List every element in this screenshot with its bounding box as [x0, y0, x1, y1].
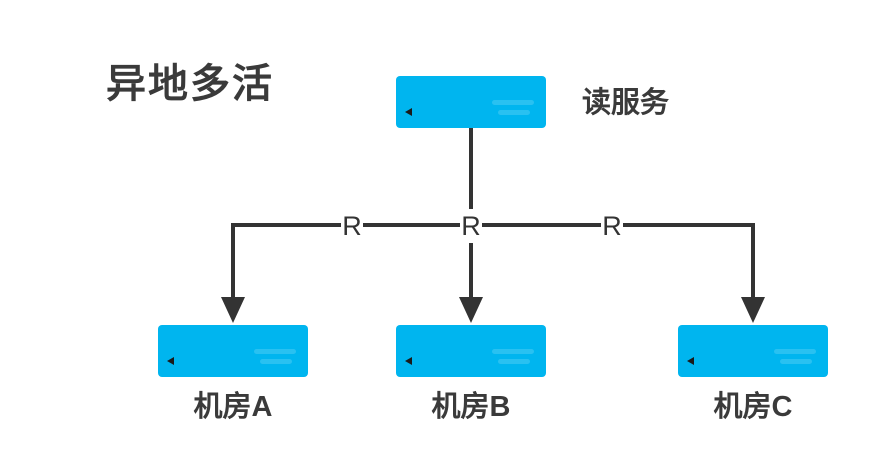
- node-sheen-decoration: [498, 110, 530, 115]
- node-datacenter-a: [158, 325, 308, 377]
- edge-label-read-left: R: [341, 209, 363, 243]
- datacenter-c-label: 机房C: [713, 391, 793, 423]
- connector-horizontal-line: [231, 223, 755, 227]
- node-sheen-decoration: [260, 359, 292, 364]
- arrowhead-down-icon: [221, 297, 245, 323]
- node-marker-icon: [405, 108, 412, 116]
- node-marker-icon: [405, 357, 412, 365]
- datacenter-a-label: 机房A: [193, 391, 273, 423]
- arrowhead-down-icon: [741, 297, 765, 323]
- edge-label-read-middle: R: [460, 209, 482, 243]
- node-marker-icon: [167, 357, 174, 365]
- node-datacenter-c: [678, 325, 828, 377]
- diagram-title: 异地多活: [48, 47, 332, 113]
- node-sheen-decoration: [492, 100, 534, 105]
- connector-vertical-line-right: [751, 223, 755, 299]
- connector-vertical-line-left: [231, 223, 235, 299]
- node-read-service: [396, 76, 546, 128]
- node-datacenter-b: [396, 325, 546, 377]
- node-sheen-decoration: [254, 349, 296, 354]
- node-sheen-decoration: [774, 349, 816, 354]
- node-sheen-decoration: [492, 349, 534, 354]
- read-service-label: 读服务: [554, 69, 697, 130]
- node-sheen-decoration: [498, 359, 530, 364]
- datacenter-b-label: 机房B: [431, 391, 511, 423]
- node-marker-icon: [687, 357, 694, 365]
- edge-label-read-right: R: [601, 209, 623, 243]
- node-sheen-decoration: [780, 359, 812, 364]
- arrowhead-down-icon: [459, 297, 483, 323]
